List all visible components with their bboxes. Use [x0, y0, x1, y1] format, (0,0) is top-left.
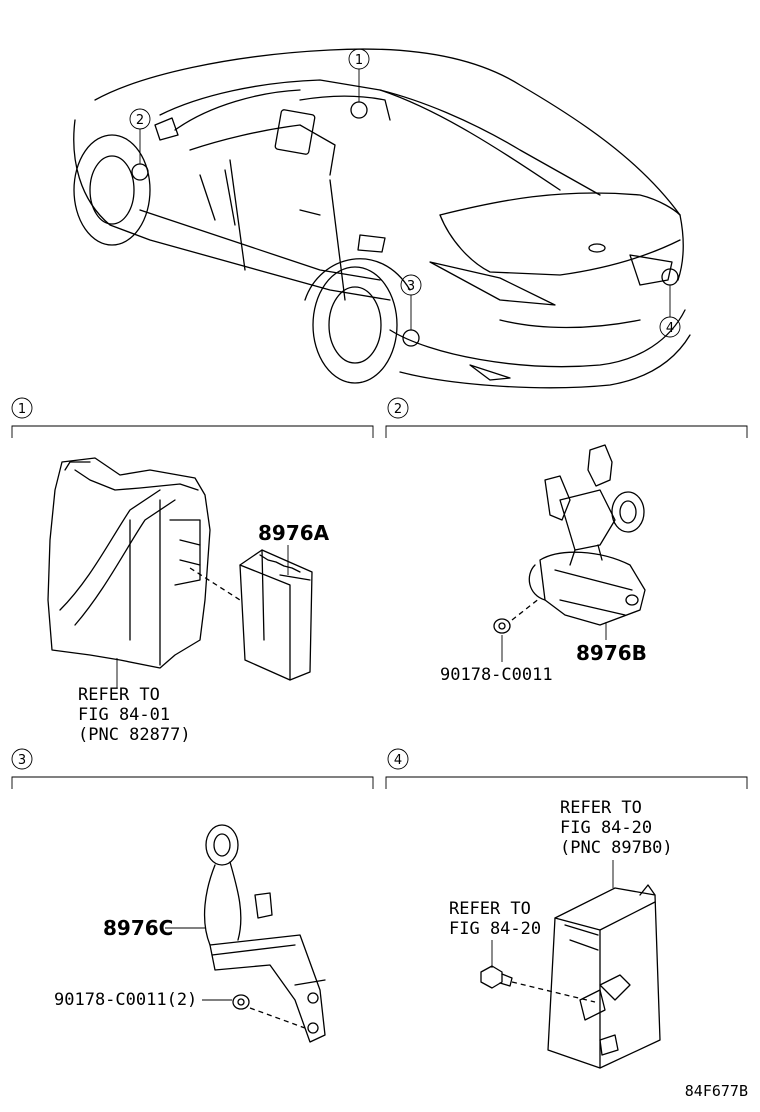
refer-note-section-4-bolt: REFER TO FIG 84-20 [449, 899, 541, 939]
screw-90178-c0011-2-icon [232, 994, 250, 1010]
section-1-header: 1 [11, 397, 374, 438]
sensor-8976c-illustration [203, 824, 326, 1043]
callout-3-label: 3 [407, 279, 415, 294]
part-label-8976b: 8976B [576, 641, 647, 665]
section-4-header: 4 [385, 748, 748, 789]
refer-note-1-line-1: REFER TO [78, 685, 160, 705]
refer-note-section-4-module: REFER TO FIG 84-20 (PNC 897B0) [560, 798, 673, 858]
section-3-number: 3 [18, 753, 26, 768]
part-label-8976c: 8976C [103, 916, 173, 940]
bracket-illustration [47, 457, 211, 669]
part-label-90178-c0011-sec2: 90178-C0011 [440, 665, 553, 685]
screw-90178-c0011-icon [493, 618, 511, 634]
section-1-number: 1 [18, 402, 26, 417]
refer-note-1-line-3: (PNC 82877) [78, 725, 191, 745]
refer-note-4a-line-1: REFER TO [560, 798, 642, 818]
part-label-90178-c0011-2: 90178-C0011(2) [54, 990, 197, 1010]
bolt-icon [480, 965, 513, 989]
refer-note-section-1: REFER TO FIG 84-01 (PNC 82877) [78, 685, 191, 745]
car-illustration [73, 48, 691, 389]
module-897b0-illustration [547, 884, 661, 1069]
figure-id: 84F677B [685, 1082, 748, 1100]
callout-1: 1 [348, 48, 370, 70]
refer-note-4a-line-2: FIG 84-20 [560, 818, 652, 838]
callout-2-label: 2 [136, 113, 144, 128]
part-label-8976a: 8976A [258, 521, 330, 545]
section-4-number: 4 [394, 753, 402, 768]
sensor-8976b-illustration [528, 444, 646, 626]
callout-3: 3 [400, 274, 422, 296]
refer-note-4a-line-3: (PNC 897B0) [560, 838, 673, 858]
module-8976a-illustration [239, 549, 313, 681]
callout-4: 4 [659, 316, 681, 338]
section-2-header: 2 [385, 397, 748, 438]
callout-1-label: 1 [355, 53, 363, 68]
refer-note-4b-line-1: REFER TO [449, 899, 531, 919]
callout-2: 2 [129, 108, 151, 130]
section-2-number: 2 [394, 402, 402, 417]
callout-4-label: 4 [666, 321, 674, 336]
refer-note-4b-line-2: FIG 84-20 [449, 919, 541, 939]
refer-note-1-line-2: FIG 84-01 [78, 705, 170, 725]
section-3-header: 3 [11, 748, 374, 789]
